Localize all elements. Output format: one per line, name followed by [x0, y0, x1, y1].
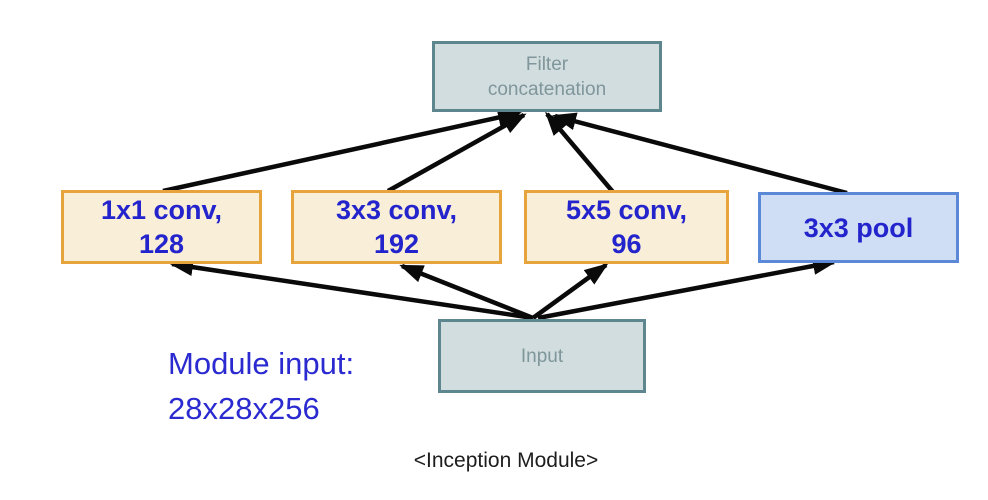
- arrow-pool-to-concat: [552, 112, 848, 196]
- arrow-conv1x1-to-concat: [162, 108, 522, 194]
- arrow-conv3x3-to-concat: [386, 113, 527, 193]
- node-filter-concatenation: Filter concatenation: [432, 41, 662, 112]
- node-conv-3x3-label-line1: 3x3 conv,: [335, 195, 458, 225]
- node-input: Input: [438, 319, 646, 393]
- node-conv-3x3: 3x3 conv, 192: [291, 190, 502, 264]
- node-filter-concatenation-label-line2: concatenation: [487, 78, 607, 100]
- arrow-input-to-conv1x1: [169, 258, 534, 321]
- module-input-annotation-line2: 28x28x256: [168, 391, 320, 426]
- node-conv-5x5-label-line1: 5x5 conv,: [565, 195, 688, 225]
- node-input-label: Input: [520, 345, 564, 367]
- diagram-caption: <Inception Module>: [413, 449, 599, 472]
- node-conv-5x5-label-line2: 96: [611, 229, 642, 259]
- arrow-conv5x5-to-concat: [545, 111, 615, 194]
- node-conv-1x1-label-line2: 128: [138, 229, 185, 259]
- module-input-annotation: Module input: 28x28x256: [168, 341, 354, 431]
- node-conv-1x1: 1x1 conv, 128: [61, 190, 262, 264]
- arrow-input-to-conv3x3: [399, 263, 534, 321]
- arrow-input-to-conv5x5: [531, 263, 609, 320]
- node-pool-3x3-label: 3x3 pool: [803, 212, 914, 243]
- node-filter-concatenation-label-line1: Filter: [525, 53, 569, 75]
- node-conv-5x5: 5x5 conv, 96: [524, 190, 729, 264]
- node-conv-1x1-label-line1: 1x1 conv,: [100, 195, 223, 225]
- module-input-annotation-line1: Module input:: [168, 346, 355, 381]
- node-conv-3x3-label-line2: 192: [373, 229, 420, 259]
- node-pool-3x3: 3x3 pool: [758, 192, 959, 263]
- arrow-input-to-pool: [537, 257, 837, 321]
